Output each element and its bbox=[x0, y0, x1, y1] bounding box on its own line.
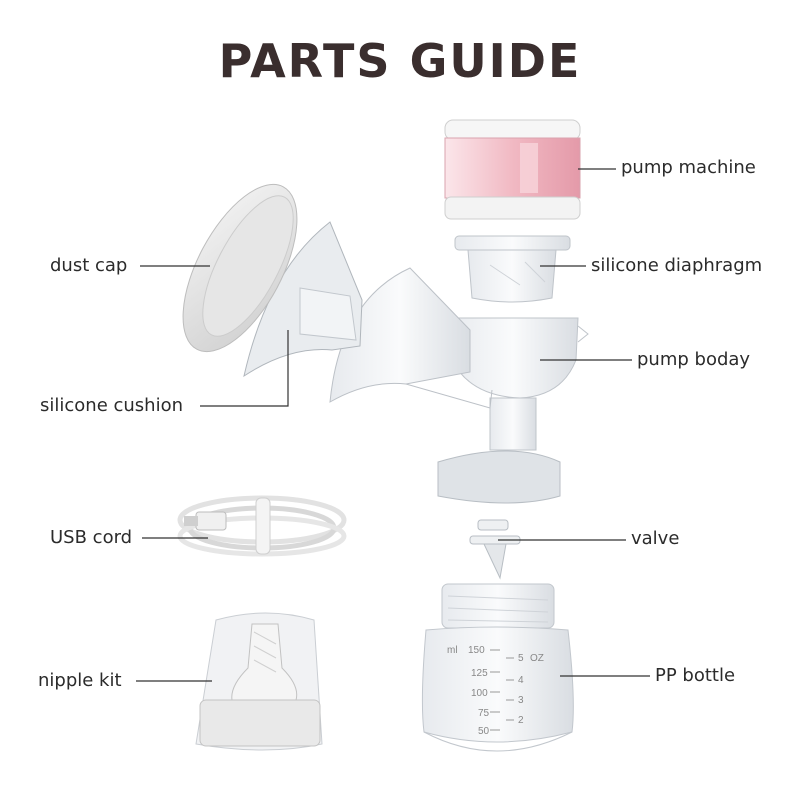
label-pump-boday: pump boday bbox=[637, 349, 751, 370]
nipple-kit bbox=[195, 612, 323, 751]
scale-oz-2: 2 bbox=[518, 715, 524, 726]
scale-oz-5: 5 bbox=[518, 653, 524, 664]
label-valve: valve bbox=[631, 528, 680, 549]
scale-ml-50: 50 bbox=[478, 726, 490, 737]
label-nipple-kit: nipple kit bbox=[38, 670, 122, 691]
scale-ml-150: 150 bbox=[468, 645, 485, 656]
scale-ml-unit: ml bbox=[447, 645, 458, 656]
label-dust-cap: dust cap bbox=[50, 255, 128, 276]
scale-oz-unit: OZ bbox=[530, 653, 544, 664]
scale-ml-75: 75 bbox=[478, 708, 490, 719]
pp-bottle bbox=[421, 583, 574, 752]
dust-cap bbox=[182, 183, 298, 353]
scale-oz-4: 4 bbox=[518, 675, 524, 686]
label-usb-cord: USB cord bbox=[50, 527, 133, 548]
leader-silicone-cushion bbox=[200, 330, 289, 407]
pump-machine bbox=[444, 119, 581, 220]
scale-ml-100: 100 bbox=[471, 688, 488, 699]
label-pump-machine: pump machine bbox=[621, 157, 756, 178]
page-title: PARTS GUIDE bbox=[218, 34, 582, 88]
label-silicone-diaphragm: silicone diaphragm bbox=[591, 255, 763, 276]
breast-shield bbox=[329, 267, 493, 409]
leader-lines bbox=[136, 168, 650, 682]
pump-body bbox=[437, 317, 589, 504]
scale-ml-125: 125 bbox=[471, 668, 488, 679]
usb-cord bbox=[177, 495, 347, 557]
scale-oz-3: 3 bbox=[518, 695, 524, 706]
silicone-cushion bbox=[243, 221, 363, 378]
valve bbox=[469, 519, 521, 580]
label-pp-bottle: PP bottle bbox=[655, 665, 736, 686]
silicone-diaphragm bbox=[454, 235, 571, 303]
label-silicone-cushion: silicone cushion bbox=[40, 395, 184, 416]
bottle-scale: ml 150 125 100 75 50 5 OZ 4 3 2 bbox=[447, 645, 544, 737]
